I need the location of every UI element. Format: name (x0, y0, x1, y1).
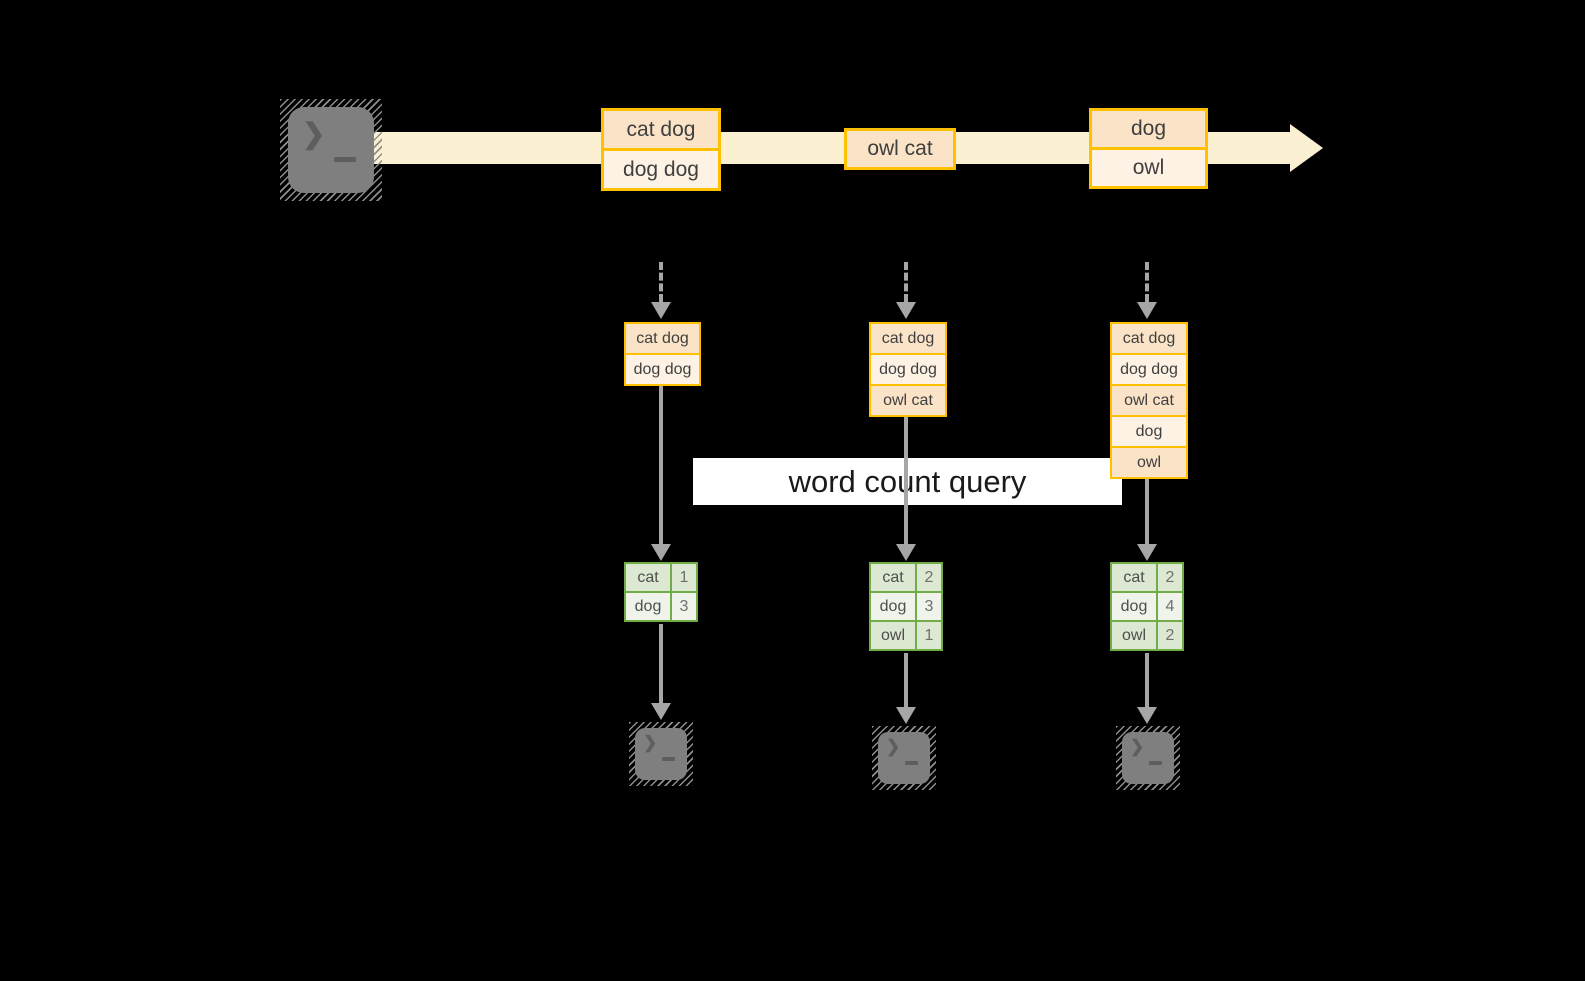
event-cell: dog dog (626, 355, 699, 384)
event-cell: owl cat (871, 386, 945, 415)
stream-event: owl (1092, 150, 1205, 186)
count-cell: 1 (672, 564, 696, 591)
word-cell: dog (626, 593, 670, 620)
stream-batch-2: owl cat (844, 128, 956, 170)
prompt-chevron-icon: ❯ (643, 733, 658, 752)
terminal-icon: ❯ (635, 728, 687, 780)
count-cell: 2 (1158, 622, 1182, 649)
word-cell: dog (871, 593, 915, 620)
event-cell: cat dog (626, 324, 699, 353)
word-cell: cat (1112, 564, 1156, 591)
connector-line (659, 384, 663, 544)
count-table-1: cat 1 dog 3 (624, 562, 698, 622)
connector-line (1145, 477, 1149, 544)
dashed-arrow-line (659, 262, 663, 302)
event-cell: owl (1112, 448, 1186, 477)
stream-event: cat dog (604, 111, 718, 148)
arrowhead-icon (896, 544, 916, 561)
dashed-arrow-line (904, 262, 908, 302)
event-cell: cat dog (1112, 324, 1186, 353)
count-table-2: cat 2 dog 3 owl 1 (869, 562, 943, 651)
count-cell: 4 (1158, 593, 1182, 620)
stream-arrowhead-icon (1290, 124, 1323, 172)
event-cell: dog dog (871, 355, 945, 384)
arrowhead-icon (896, 302, 916, 319)
sink-terminal-icon-2: ❯ (872, 726, 936, 790)
stream-batch-3: dog owl (1089, 108, 1208, 189)
prompt-underscore-icon (662, 757, 675, 761)
prompt-underscore-icon (1149, 761, 1162, 765)
connector-line (1145, 653, 1149, 708)
prompt-chevron-icon: ❯ (302, 118, 326, 149)
word-cell: cat (626, 564, 670, 591)
prompt-chevron-icon: ❯ (886, 737, 901, 756)
word-cell: cat (871, 564, 915, 591)
stream-event: dog dog (604, 151, 718, 188)
count-cell: 2 (917, 564, 941, 591)
connector-line (904, 417, 908, 544)
arrowhead-icon (896, 707, 916, 724)
event-cell: dog dog (1112, 355, 1186, 384)
accumulated-events-1: cat dog dog dog (624, 322, 701, 386)
dashed-arrow-line (1145, 262, 1149, 302)
count-cell: 1 (917, 622, 941, 649)
arrowhead-icon (651, 544, 671, 561)
event-cell: owl cat (1112, 386, 1186, 415)
arrowhead-icon (651, 302, 671, 319)
event-cell: dog (1112, 417, 1186, 446)
connector-line (659, 624, 663, 704)
arrowhead-icon (651, 703, 671, 720)
prompt-chevron-icon: ❯ (1130, 737, 1145, 756)
terminal-icon: ❯ (878, 732, 930, 784)
arrowhead-icon (1137, 544, 1157, 561)
prompt-underscore-icon (905, 761, 918, 765)
source-terminal-icon: ❯ (280, 99, 382, 201)
count-cell: 3 (672, 593, 696, 620)
word-cell: owl (871, 622, 915, 649)
terminal-icon: ❯ (1122, 732, 1174, 784)
count-cell: 3 (917, 593, 941, 620)
sink-terminal-icon-1: ❯ (629, 722, 693, 786)
accumulated-events-2: cat dog dog dog owl cat (869, 322, 947, 417)
prompt-underscore-icon (334, 157, 356, 162)
terminal-icon: ❯ (288, 107, 374, 193)
accumulated-events-3: cat dog dog dog owl cat dog owl (1110, 322, 1188, 479)
stream-event: dog (1092, 111, 1205, 147)
stream-batch-1: cat dog dog dog (601, 108, 721, 191)
sink-terminal-icon-3: ❯ (1116, 726, 1180, 790)
word-cell: dog (1112, 593, 1156, 620)
stream-event: owl cat (847, 131, 953, 167)
arrowhead-icon (1137, 302, 1157, 319)
word-cell: owl (1112, 622, 1156, 649)
connector-line (904, 653, 908, 708)
count-table-3: cat 2 dog 4 owl 2 (1110, 562, 1184, 651)
arrowhead-icon (1137, 707, 1157, 724)
event-cell: cat dog (871, 324, 945, 353)
count-cell: 2 (1158, 564, 1182, 591)
